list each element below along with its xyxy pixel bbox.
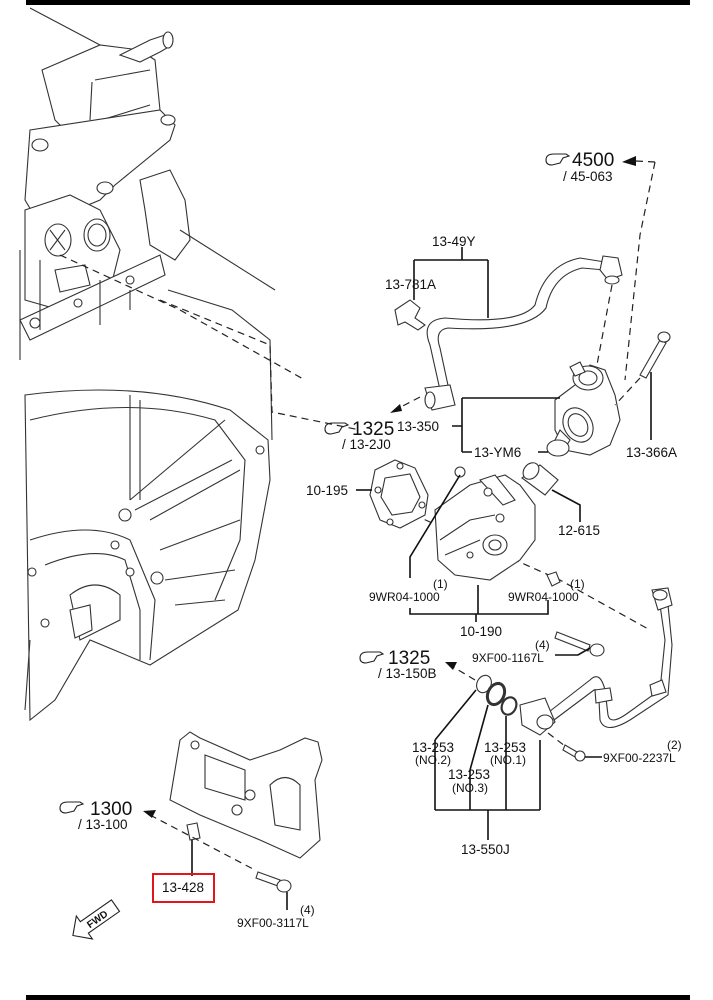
part-label-9xf00-1167l[interactable]: 9XF00-1167L — [472, 651, 544, 665]
reference-sub: / 13-100 — [78, 817, 128, 832]
part-qty-9xf00-1167l: (4) — [535, 638, 550, 652]
arrow-1325b — [445, 662, 457, 670]
part-label-9xf00-3117l[interactable]: 9XF00-3117L — [237, 916, 309, 930]
part-note-13-253-no2: (NO.2) — [415, 753, 451, 767]
part-label-9wr04-right[interactable]: 9WR04-1000 — [508, 590, 579, 604]
guide-line-1325a — [394, 396, 421, 411]
forward-direction-marker: FWD — [72, 899, 121, 940]
engine-block-illustration — [19, 7, 276, 722]
reference-1300[interactable]: 1300 / 13-100 — [59, 799, 132, 832]
reference-number: 1325 — [352, 419, 394, 440]
part-label-13-550j[interactable]: 13-550J — [461, 842, 510, 857]
part-qty-9xf00-3117l: (4) — [300, 903, 315, 917]
fuel-pump-illustration — [546, 361, 621, 457]
part-qty-9xf00-2237l: (2) — [667, 738, 682, 752]
guide-line-bolt-366a — [614, 377, 641, 406]
arrow-4500 — [622, 156, 636, 166]
part-label-13-253-no3[interactable]: 13-253 — [448, 767, 490, 782]
arrow-1325a — [390, 404, 402, 413]
part-label-10-190[interactable]: 10-190 — [460, 624, 502, 639]
guide-line-1300 — [149, 814, 256, 871]
forward-arrow-icon — [72, 899, 121, 940]
fwd-label: FWD — [85, 909, 110, 931]
reference-4500[interactable]: 4500 / 45-063 — [545, 150, 614, 184]
pointing-hand-icon — [359, 651, 385, 664]
reference-sub: / 13-2J0 — [342, 437, 391, 452]
pump-bracket-illustration — [369, 459, 561, 587]
part-qty-9wr04-right: (1) — [570, 577, 585, 591]
reference-1325-lower[interactable]: 1325 / 13-150B — [359, 648, 437, 681]
part-qty-9wr04-left: (1) — [433, 577, 448, 591]
fuel-hose-illustration — [394, 255, 623, 411]
o-ring-13-ym6 — [546, 439, 570, 457]
bolt-9xf00-1167l — [554, 631, 605, 657]
part-label-13-350[interactable]: 13-350 — [397, 419, 439, 434]
part-label-13-253-no1[interactable]: 13-253 — [484, 740, 526, 755]
reference-number: 1300 — [90, 799, 132, 820]
reference-1325-upper[interactable]: 1325 / 13-2J0 — [324, 419, 394, 452]
reference-sub: / 13-150B — [378, 666, 437, 681]
guide-line-hose — [595, 284, 613, 371]
part-label-9xf00-2237l[interactable]: 9XF00-2237L — [603, 751, 676, 765]
guide-line-4500 — [624, 161, 656, 381]
part-note-13-253-no3: (NO.3) — [452, 781, 488, 795]
bracket-13-428-illustration — [169, 731, 323, 859]
part-label-10-195[interactable]: 10-195 — [306, 483, 348, 498]
part-label-13-428[interactable]: 13-428 — [162, 880, 204, 895]
highlight-box-13-428 — [152, 873, 215, 903]
guide-line-4500-h — [635, 160, 656, 163]
bottom-border — [26, 995, 690, 1000]
guide-line-engine — [159, 299, 361, 431]
part-label-12-615[interactable]: 12-615 — [558, 523, 600, 538]
reference-number: 1325 — [388, 648, 430, 669]
part-note-13-253-no1: (NO.1) — [490, 753, 526, 767]
bolt-9xf00-3117l — [255, 871, 292, 893]
guide-line-engine-2 — [59, 254, 306, 381]
pointing-hand-icon — [59, 801, 85, 814]
guide-line-2237l — [547, 732, 566, 747]
reference-sub: / 45-063 — [563, 169, 613, 184]
part-label-13-253-no2[interactable]: 13-253 — [412, 740, 454, 755]
pointing-hand-icon — [324, 422, 350, 435]
leader-lines — [191, 247, 652, 910]
reference-number: 4500 — [572, 150, 614, 171]
part-label-13-ym6[interactable]: 13-YM6 — [474, 445, 521, 460]
part-label-9wr04-left[interactable]: 9WR04-1000 — [369, 590, 440, 604]
pointing-hand-icon — [545, 153, 571, 166]
bolt-9xf00-2237l — [562, 744, 586, 762]
top-border — [26, 0, 690, 5]
part-label-13-366a[interactable]: 13-366A — [626, 445, 677, 460]
part-label-13-781a[interactable]: 13-781A — [385, 277, 436, 292]
fuel-pipe-illustration — [476, 587, 673, 736]
arrow-1300 — [143, 810, 156, 818]
part-label-13-49y[interactable]: 13-49Y — [432, 234, 476, 249]
bolt-13-366a — [639, 331, 671, 379]
